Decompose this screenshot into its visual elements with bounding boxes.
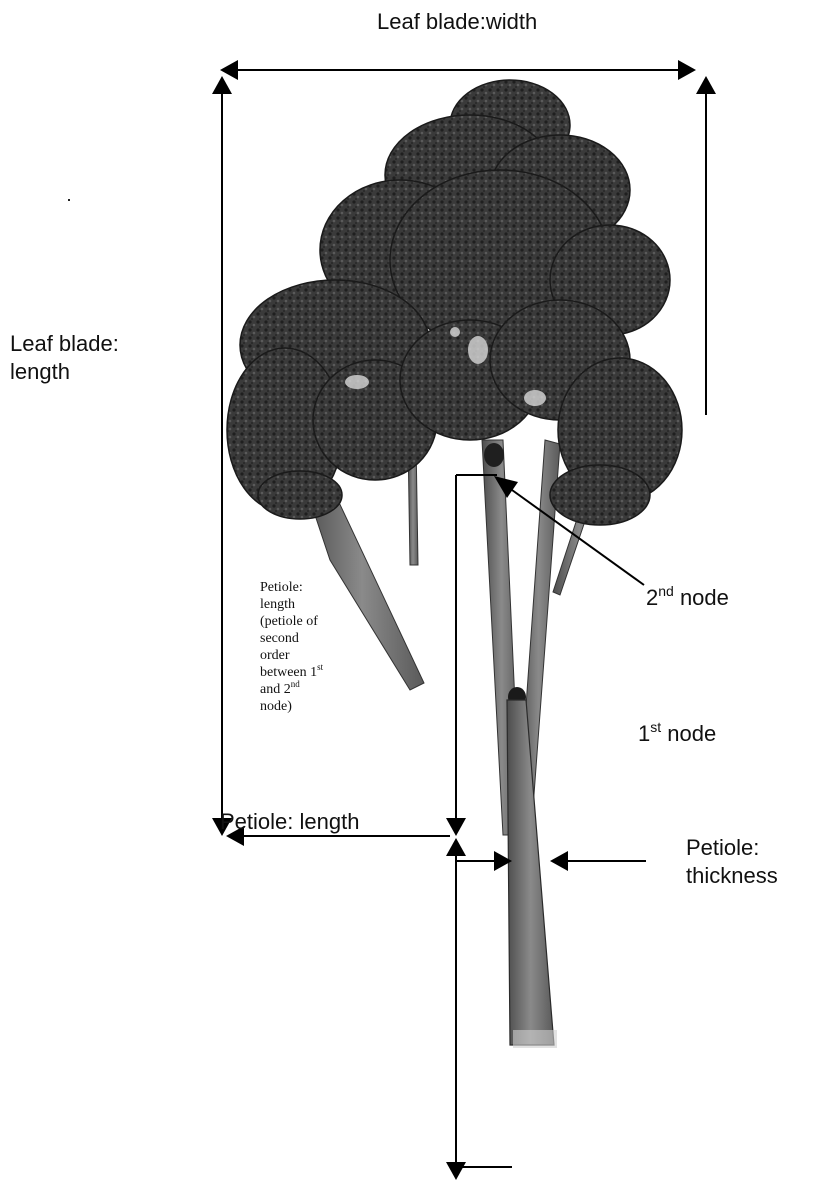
arrow-up-icon: [446, 838, 466, 856]
between-text: between 1: [260, 665, 317, 680]
petiole-second-line-1: Petiole:: [260, 579, 323, 596]
second-node-label: 2nd node: [646, 584, 729, 612]
petiole-thickness-label: Petiole: thickness: [686, 834, 778, 890]
first-node-label: 1st node: [638, 720, 716, 748]
between-sup: st: [317, 662, 323, 672]
first-node-text: node: [661, 721, 716, 746]
second-node-sup: nd: [658, 583, 674, 599]
and-sup: nd: [291, 679, 300, 689]
petiole-second-line-2: length: [260, 596, 323, 613]
arrow-up-icon: [696, 76, 716, 94]
arrow-down-icon: [446, 818, 466, 836]
petiole-length-label: Petiole: length: [220, 808, 359, 836]
second-node-number: 2: [646, 585, 658, 610]
arrow-right-icon: [678, 60, 696, 80]
petiole-second-line-7: and 2nd: [260, 681, 323, 698]
second-node-mark: [484, 443, 504, 467]
arrow-left-icon: [220, 60, 238, 80]
and-text: and 2: [260, 682, 291, 697]
leaf-blade-length-line-1: Leaf blade:: [10, 330, 119, 358]
petiole-second-line-3: (petiole of: [260, 613, 323, 630]
arrow-down-icon: [446, 1162, 466, 1180]
petiole-thickness-line-2: thickness: [686, 862, 778, 890]
petiole-second-line-5: order: [260, 647, 323, 664]
arrow-left-icon: [550, 851, 568, 871]
first-node-sup: st: [650, 719, 661, 735]
arrow-up-icon: [212, 76, 232, 94]
petiole-second-order-label: Petiole: length (petiole of second order…: [260, 579, 323, 715]
second-node-text: node: [674, 585, 729, 610]
stray-dot: [68, 199, 70, 201]
leaf-blade-width-label: Leaf blade:width: [377, 8, 537, 36]
petiole-second-line-4: second: [260, 630, 323, 647]
leaf-blade-length-line-2: length: [10, 358, 119, 386]
leaf-blade-length-label: Leaf blade: length: [10, 330, 119, 386]
first-node-number: 1: [638, 721, 650, 746]
petiole-thickness-line-1: Petiole:: [686, 834, 778, 862]
foliage: [227, 80, 682, 525]
petiole-second-line-8: node): [260, 698, 323, 715]
main-petiole: [507, 700, 554, 1045]
